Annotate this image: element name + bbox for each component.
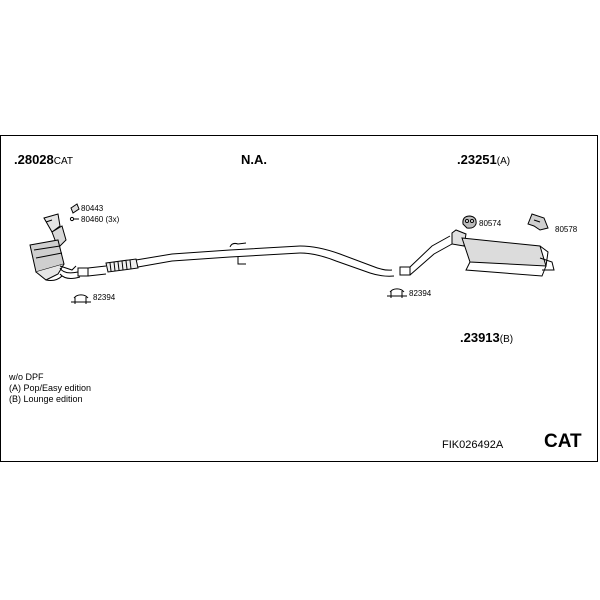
part-label-rear-silencer-a: .23251(A) <box>457 153 510 167</box>
rubber-mount-80578-drawing <box>527 213 549 231</box>
label-80443: 80443 <box>81 204 104 213</box>
part-label-catalyst: .28028CAT <box>14 153 73 167</box>
flange-screw-drawing <box>69 203 80 222</box>
label-82394-left: 82394 <box>93 293 116 302</box>
part-suffix: CAT <box>53 156 74 167</box>
note-line-1: w/o DPF <box>9 372 44 382</box>
cat-marker: CAT <box>544 431 582 452</box>
label-80578: 80578 <box>555 225 578 234</box>
part-suffix: (B) <box>499 334 514 345</box>
rubber-mount-80574-drawing <box>462 215 477 229</box>
middle-pipe-drawing <box>299 245 395 277</box>
note-line-3: (B) Lounge edition <box>9 394 83 404</box>
clamp-82394-left-drawing <box>71 294 91 304</box>
part-number: .28028 <box>14 152 54 167</box>
catalytic-converter-drawing <box>29 213 77 281</box>
label-80460: 80460 (3x) <box>81 215 120 224</box>
diagram-code: FIK026492A <box>442 439 504 451</box>
label-80574: 80574 <box>479 219 502 228</box>
part-label-rear-silencer-b: .23913(B) <box>460 331 513 345</box>
front-pipe-drawing <box>59 245 301 279</box>
part-suffix: (A) <box>496 156 511 167</box>
note-line-2: (A) Pop/Easy edition <box>9 383 92 393</box>
part-number: .23913 <box>460 330 500 345</box>
clamp-82394-right-drawing <box>387 288 407 298</box>
part-number: .23251 <box>457 152 497 167</box>
label-82394-right: 82394 <box>409 289 432 298</box>
part-label-na: N.A. <box>241 152 267 167</box>
diagram-frame <box>0 135 598 462</box>
rear-silencer-drawing <box>399 229 555 277</box>
hanger-drawing <box>229 242 247 265</box>
